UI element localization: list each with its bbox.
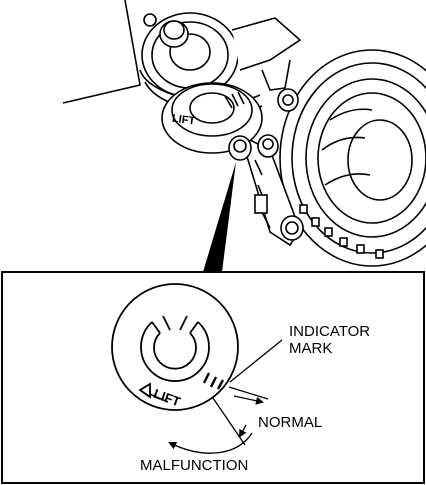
crankshaft-pulley xyxy=(279,49,426,267)
indicator-mark-label: INDICATOR MARK xyxy=(289,323,370,357)
callout-wedge xyxy=(203,162,236,272)
tensioner-bolts xyxy=(228,134,279,161)
normal-range xyxy=(212,386,269,446)
indicator-marks xyxy=(202,372,225,390)
tensioner-engraving-small: LIFT xyxy=(171,113,196,128)
gauge-c-outer xyxy=(140,321,210,382)
indicator-label-line2: MARK xyxy=(289,340,333,357)
normal-label: NORMAL xyxy=(258,414,323,431)
auto-tensioner-top: LIFT xyxy=(161,82,263,154)
tensioner-gauge: LIFT xyxy=(111,283,239,411)
malfunction-arrow xyxy=(168,432,253,454)
bracket xyxy=(231,17,302,71)
indicator-label-line1: INDICATOR xyxy=(289,323,371,340)
normal-arrow-right xyxy=(233,395,264,405)
normal-arrow-down xyxy=(239,424,247,438)
gauge-outer-ring xyxy=(111,283,239,411)
indicator-leader-line xyxy=(229,339,283,383)
malfunction-label: MALFUNCTION xyxy=(140,457,249,474)
engine-block-edge xyxy=(62,0,141,104)
engine-illustration: LIFT xyxy=(62,0,426,267)
timing-teeth xyxy=(299,204,384,259)
gauge-c-inner xyxy=(153,332,197,370)
